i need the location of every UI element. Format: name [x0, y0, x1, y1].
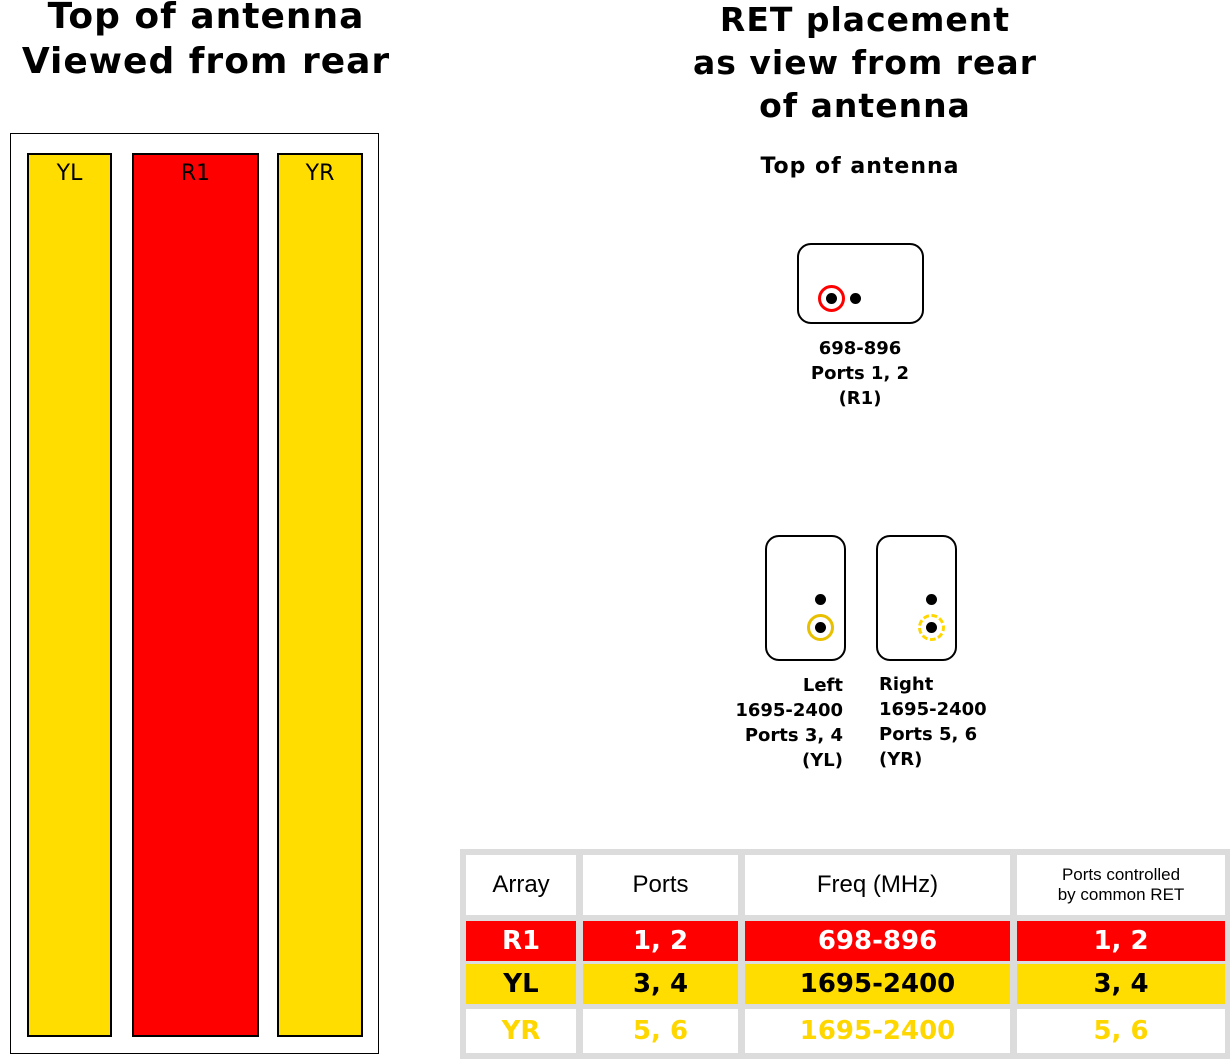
row-yr-array-text: YR [501, 1016, 541, 1046]
header-ret-ports-line2: by common RET [1057, 885, 1185, 904]
ret-label-yl: Left 1695-2400 Ports 3, 4 (YL) [660, 673, 843, 773]
header-freq: Freq (MHz) [745, 855, 1010, 915]
row-yl-ret-ports-text: 3, 4 [1093, 969, 1149, 999]
row-yr-ports-text: 5, 6 [632, 1016, 689, 1046]
row-r1-ports-text: 1, 2 [632, 926, 689, 956]
array-bar-yr-label: YR [305, 161, 335, 186]
row-yl-array: YL [466, 964, 576, 1004]
array-bar-yr: YR [277, 153, 363, 1037]
row-yr-freq-text: 1695-2400 [799, 1016, 956, 1046]
left-title-line2: Viewed from rear [21, 41, 391, 82]
ret-unit-yr [876, 535, 957, 661]
row-r1-freq: 698-896 [745, 921, 1010, 961]
row-yr-array: YR [466, 1009, 576, 1053]
row-r1-ret-ports-text: 1, 2 [1093, 926, 1149, 956]
right-title: RET placement as view from rear of anten… [630, 0, 1100, 127]
right-subtitle: Top of antenna [760, 154, 960, 179]
row-r1-ports: 1, 2 [583, 921, 738, 961]
array-bar-r1: R1 [132, 153, 259, 1037]
yr-port-ring [918, 614, 945, 641]
row-yl-freq: 1695-2400 [745, 964, 1010, 1004]
r1-port-2-dot [850, 293, 861, 304]
ret-label-r1-freq: 698-896 [818, 338, 902, 359]
header-array: Array [466, 855, 576, 915]
row-r1-array-text: R1 [501, 926, 541, 956]
header-ret-ports-line1: Ports controlled [1061, 865, 1181, 884]
row-yl-ports-text: 3, 4 [632, 969, 689, 999]
yr-port-lower-dot [926, 622, 937, 633]
ret-unit-r1 [797, 243, 924, 324]
ret-label-yr: Right 1695-2400 Ports 5, 6 (YR) [879, 672, 1079, 772]
header-array-label: Array [492, 871, 550, 898]
ret-label-yl-array: (YL) [802, 750, 843, 771]
right-title-line3: of antenna [759, 86, 971, 125]
header-ports-label: Ports [632, 871, 689, 898]
ret-label-r1-ports: Ports 1, 2 [810, 363, 910, 384]
array-bar-yl: YL [27, 153, 112, 1037]
row-yl-ports: 3, 4 [583, 964, 738, 1004]
yl-port-upper-dot [815, 594, 826, 605]
ret-label-yl-side: Left [802, 675, 843, 696]
ret-label-yr-array: (YR) [879, 749, 923, 770]
ret-label-yl-freq: 1695-2400 [735, 700, 843, 721]
left-title: Top of antenna Viewed from rear [0, 0, 412, 84]
array-bar-yl-label: YL [56, 161, 83, 186]
right-title-line2: as view from rear [693, 43, 1037, 82]
ret-label-yl-ports: Ports 3, 4 [744, 725, 843, 746]
ret-label-yr-freq: 1695-2400 [879, 699, 987, 720]
row-yr-ports: 5, 6 [583, 1009, 738, 1053]
ret-label-r1-array: (R1) [838, 388, 882, 409]
array-bar-r1-label: R1 [180, 161, 211, 186]
row-yl-ret-ports: 3, 4 [1017, 964, 1225, 1004]
row-yr-ret-ports: 5, 6 [1017, 1009, 1225, 1053]
row-r1-array: R1 [466, 921, 576, 961]
row-r1-freq-text: 698-896 [817, 926, 938, 956]
row-yl-array-text: YL [503, 969, 539, 999]
ret-label-yr-ports: Ports 5, 6 [879, 724, 978, 745]
yl-port-lower-dot [815, 622, 826, 633]
ret-unit-yl [765, 535, 846, 661]
row-yl-freq-text: 1695-2400 [799, 969, 956, 999]
row-r1-ret-ports: 1, 2 [1017, 921, 1225, 961]
yl-port-ring [807, 614, 834, 641]
yr-port-upper-dot [926, 594, 937, 605]
ret-label-yr-side: Right [879, 674, 934, 695]
r1-port-1-dot [826, 293, 837, 304]
ret-table: Array Ports Freq (MHz) Ports controlled … [460, 849, 1230, 1059]
r1-port-ring [818, 285, 845, 312]
header-ports: Ports [583, 855, 738, 915]
row-yr-ret-ports-text: 5, 6 [1093, 1016, 1149, 1046]
header-ret-ports: Ports controlled by common RET [1017, 855, 1225, 915]
ret-label-r1: 698-896 Ports 1, 2 (R1) [760, 336, 960, 411]
row-yr-freq: 1695-2400 [745, 1009, 1010, 1053]
right-title-line1: RET placement [719, 0, 1011, 39]
header-freq-label: Freq (MHz) [816, 871, 939, 898]
left-title-line1: Top of antenna [47, 0, 365, 37]
